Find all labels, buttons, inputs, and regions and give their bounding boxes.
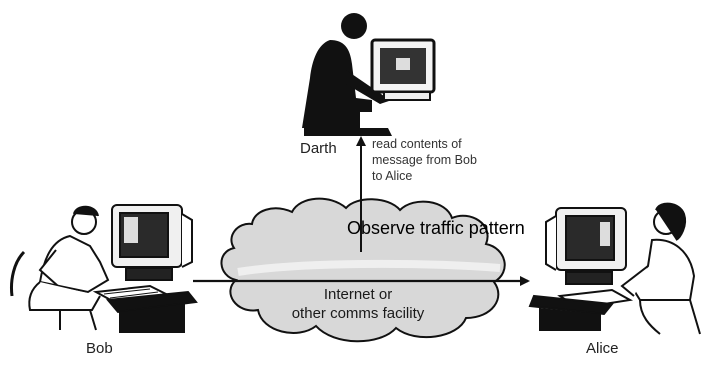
cloud-icon <box>220 197 506 343</box>
alice-label: Alice <box>586 340 619 357</box>
hacker-silhouette-icon <box>302 13 436 136</box>
alice-figure-icon <box>528 202 701 335</box>
read-contents-annotation: read contents of message from Bob to Ali… <box>372 137 477 183</box>
darth-label: Darth <box>300 140 337 157</box>
network-label: Internet or other comms facility <box>291 286 425 322</box>
observe-traffic-annotation: Observe traffic pattern <box>347 218 525 238</box>
bob-label: Bob <box>86 340 113 357</box>
bob-figure-icon <box>10 204 198 333</box>
